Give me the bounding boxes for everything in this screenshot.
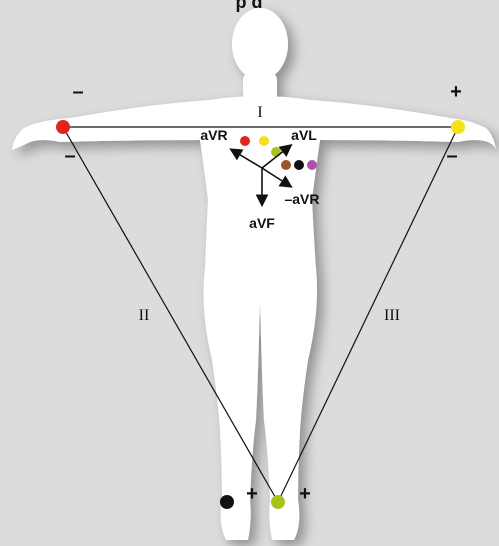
chest-electrode-yellow [259, 136, 269, 146]
right-arm-sign-bottom: – [64, 145, 75, 167]
electrode-left-leg-green [271, 495, 285, 509]
chest-electrode-purple [307, 160, 317, 170]
aVL-label: aVL [291, 127, 317, 143]
right-leg-sign: + [246, 483, 258, 505]
left-arm-sign-top: + [450, 81, 462, 103]
torso-arms-shape [12, 96, 496, 270]
left-arm-sign-bottom: – [446, 145, 457, 167]
electrode-left-arm-yellow [451, 120, 465, 134]
chest-electrode-red [240, 136, 250, 146]
chest-electrode-brown [281, 160, 291, 170]
lead-I-label: I [257, 104, 262, 121]
lead-II-label: II [139, 307, 150, 324]
electrode-right-leg-black [220, 495, 234, 509]
aVR-label: aVR [200, 127, 227, 143]
aVF-label: aVF [249, 215, 275, 231]
head-shape [232, 8, 288, 80]
left-leg-sign: + [299, 483, 311, 505]
lead-III-label: III [384, 307, 400, 324]
right-arm-sign-top: – [72, 81, 83, 103]
chest-electrode-black [294, 160, 304, 170]
chest-electrode-green [271, 147, 281, 157]
electrode-right-arm-red [56, 120, 70, 134]
neg-aVR-label: –aVR [284, 191, 319, 207]
